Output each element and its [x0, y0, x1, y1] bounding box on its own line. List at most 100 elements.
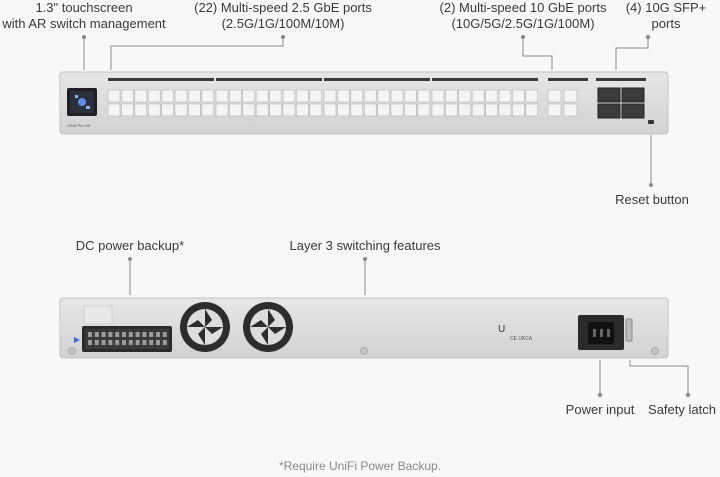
rj45-port: [282, 103, 296, 117]
port-group-strip: [548, 78, 588, 81]
connector-pin: [101, 332, 106, 337]
rj45-port: [485, 89, 498, 103]
rj45-port: [188, 103, 201, 117]
screw-icon: [360, 347, 368, 355]
connector-pin: [122, 332, 126, 337]
rj45-port: [445, 89, 458, 103]
rj45-port: [404, 89, 417, 103]
footnote: *Require UniFi Power Backup.: [278, 459, 442, 473]
rj45-port: [215, 103, 229, 117]
connector-pin: [156, 332, 160, 337]
connector-pin: [122, 340, 126, 345]
rj45-port: [242, 89, 256, 103]
rj45-port: [377, 89, 390, 103]
fan-icon: [243, 302, 293, 352]
connector-pin: [162, 340, 167, 345]
label-line: (2) Multi-speed 10 GbE ports: [439, 0, 607, 15]
connector-pin: [108, 332, 113, 337]
sfp-port-block: [597, 87, 645, 119]
connector-pin: [128, 332, 133, 337]
connector-pin: [142, 332, 147, 337]
rj45-port-row: [107, 89, 578, 117]
port-group-strip: [432, 78, 538, 81]
connector-pin: [128, 340, 133, 345]
sfp-port: [621, 87, 645, 103]
connector-pin: [149, 340, 154, 345]
touchscreen: [67, 88, 97, 116]
rj45-port: [161, 103, 174, 117]
rj45-port: [498, 103, 512, 117]
rj45-port: [201, 89, 215, 103]
rj45-10g-port: [547, 103, 562, 117]
connector-pin: [88, 332, 92, 337]
touchscreen-label: 1.3" touchscreen with AR switch manageme…: [2, 0, 166, 32]
port-group-strip: [216, 78, 322, 81]
connector-pin: [101, 340, 106, 345]
label-line: (4) 10G SFP+: [625, 0, 707, 15]
ce-mark-text: CE UKCA: [510, 336, 533, 342]
dc-power-backup-port: [82, 326, 172, 352]
label-line: ports: [651, 16, 681, 31]
rj45-port: [323, 89, 337, 103]
rj45-port: [512, 103, 525, 117]
screw-icon: [68, 347, 76, 355]
power-input-port: [578, 315, 624, 350]
rj45-port: [229, 103, 242, 117]
rj45-port: [390, 103, 404, 117]
sfp-port: [621, 103, 645, 119]
rj45-port: [121, 89, 134, 103]
rj45-port: [269, 103, 282, 117]
label-sticker: [83, 305, 113, 325]
rj45-port: [229, 89, 242, 103]
rj45-port: [296, 89, 309, 103]
rj45-port: [471, 89, 485, 103]
rj45-port: [107, 89, 121, 103]
rj45-port: [188, 89, 201, 103]
safety-latch[interactable]: [625, 318, 633, 342]
rj45-port: [242, 103, 256, 117]
rj45-port: [525, 89, 539, 103]
rj45-port: [282, 89, 296, 103]
rj45-port: [431, 89, 445, 103]
rj45-port: [363, 89, 377, 103]
connector-pin: [115, 332, 120, 337]
ports-10g-label: (2) Multi-speed 10 GbE ports (10G/5G/2.5…: [428, 0, 618, 32]
port-group-strip: [108, 78, 214, 81]
screw-icon: [651, 347, 659, 355]
connector-pin: [94, 332, 99, 337]
dc-power-backup-label: DC power backup*: [75, 238, 185, 253]
power-input-label: Power input: [565, 402, 635, 417]
rj45-port: [337, 103, 350, 117]
rj45-port: [417, 103, 431, 117]
sfp-label: (4) 10G SFP+ ports: [616, 0, 716, 32]
connector-pin: [149, 332, 154, 337]
rj45-port: [147, 89, 161, 103]
connector-pin: [162, 332, 167, 337]
rj45-port: [390, 89, 404, 103]
rj45-port: [107, 103, 121, 117]
rj45-port: [337, 89, 350, 103]
rj45-port: [363, 103, 377, 117]
rj45-port: [215, 89, 229, 103]
rj45-port: [161, 89, 174, 103]
connector-pin: [88, 340, 92, 345]
rj45-port: [431, 103, 445, 117]
rj45-10g-port: [563, 103, 578, 117]
rj45-port: [498, 89, 512, 103]
label-line: (22) Multi-speed 2.5 GbE ports: [194, 0, 372, 15]
connector-pin: [142, 340, 147, 345]
reset-button[interactable]: [648, 120, 654, 124]
rj45-port: [134, 89, 148, 103]
connector-pin: [135, 332, 140, 337]
rj45-port: [309, 89, 323, 103]
rj45-port: [471, 103, 485, 117]
rj45-port: [323, 103, 337, 117]
rj45-port: [174, 89, 188, 103]
rj45-port: [350, 103, 364, 117]
rj45-port: [296, 103, 309, 117]
rj45-port: [377, 103, 390, 117]
ports-25g-label: (22) Multi-speed 2.5 GbE ports (2.5G/1G/…: [183, 0, 383, 32]
label-line: with AR switch management: [2, 16, 166, 31]
